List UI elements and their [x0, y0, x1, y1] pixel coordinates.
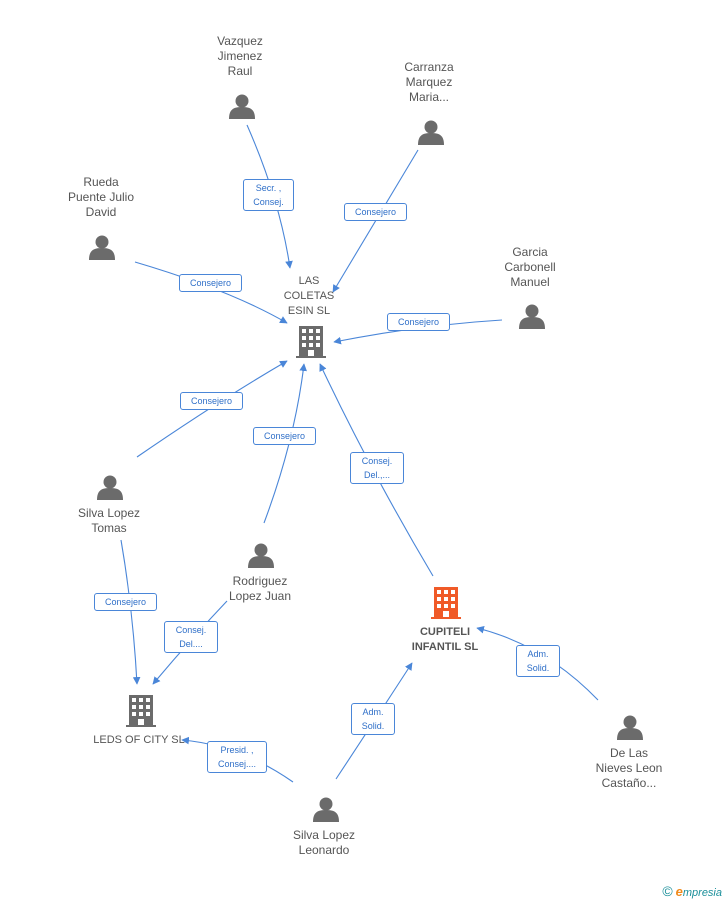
edge-tomas-leds	[120, 539, 141, 685]
person-icon[interactable]	[418, 120, 444, 146]
node-label-silva-tomas[interactable]: Silva Lopez Tomas	[77, 506, 141, 535]
node-label-carranza[interactable]: Carranza Marquez Maria...	[404, 60, 454, 104]
edge-label-consejero[interactable]: Consejero	[179, 274, 242, 292]
node-label-silva-leonardo[interactable]: Silva Lopez Leonardo	[292, 828, 356, 857]
edge-label-adm-solid[interactable]: Adm. Solid.	[351, 703, 395, 735]
person-icon[interactable]	[313, 797, 339, 823]
person-icon[interactable]	[89, 235, 115, 261]
building-icon[interactable]	[431, 587, 461, 619]
person-icon[interactable]	[229, 94, 255, 120]
node-label-las-coletas[interactable]: LAS COLETAS ESIN SL	[283, 275, 335, 317]
edge-label-presid-consej[interactable]: Presid. , Consej....	[207, 741, 267, 773]
node-label-rueda[interactable]: Rueda Puente Julio David	[67, 175, 135, 219]
node-label-de-las-nieves[interactable]: De Las Nieves Leon Castaño...	[595, 746, 663, 790]
person-icon[interactable]	[519, 304, 545, 330]
copyright-icon: ©	[662, 883, 673, 899]
edge-label-consejero[interactable]: Consejero	[94, 593, 157, 611]
edge-label-consej-del[interactable]: Consej. Del.,...	[350, 452, 404, 484]
edge-label-adm-solid[interactable]: Adm. Solid.	[516, 645, 560, 677]
node-label-vazquez[interactable]: Vazquez Jimenez Raul	[217, 34, 263, 78]
edge-rueda-las-coletas	[134, 261, 288, 324]
edge-label-consejero[interactable]: Consejero	[387, 313, 450, 331]
node-label-leds[interactable]: LEDS OF CITY SL	[93, 734, 185, 746]
brand-initial: e	[675, 884, 683, 899]
edge-carranza-las-coletas	[332, 149, 419, 293]
edge-label-consej-del[interactable]: Consej. Del....	[164, 621, 218, 653]
node-label-garcia[interactable]: Garcia Carbonell Manuel	[504, 245, 556, 289]
building-icon[interactable]	[296, 326, 326, 358]
person-icon[interactable]	[248, 543, 274, 569]
person-icon[interactable]	[97, 475, 123, 501]
node-label-cupiteli[interactable]: CUPITELI INFANTIL SL	[411, 626, 479, 653]
edge-label-consejero[interactable]: Consejero	[344, 203, 407, 221]
edge-label-consejero[interactable]: Consejero	[180, 392, 243, 410]
building-icon[interactable]	[126, 695, 156, 727]
edge-label-secr-consej[interactable]: Secr. , Consej.	[243, 179, 294, 211]
person-icon[interactable]	[617, 715, 643, 741]
brand-name: mpresia	[682, 887, 722, 899]
edge-label-consejero[interactable]: Consejero	[253, 427, 316, 445]
node-label-rodriguez[interactable]: Rodriguez Lopez Juan	[228, 574, 292, 603]
empresia-watermark: ©empresia	[662, 883, 722, 899]
